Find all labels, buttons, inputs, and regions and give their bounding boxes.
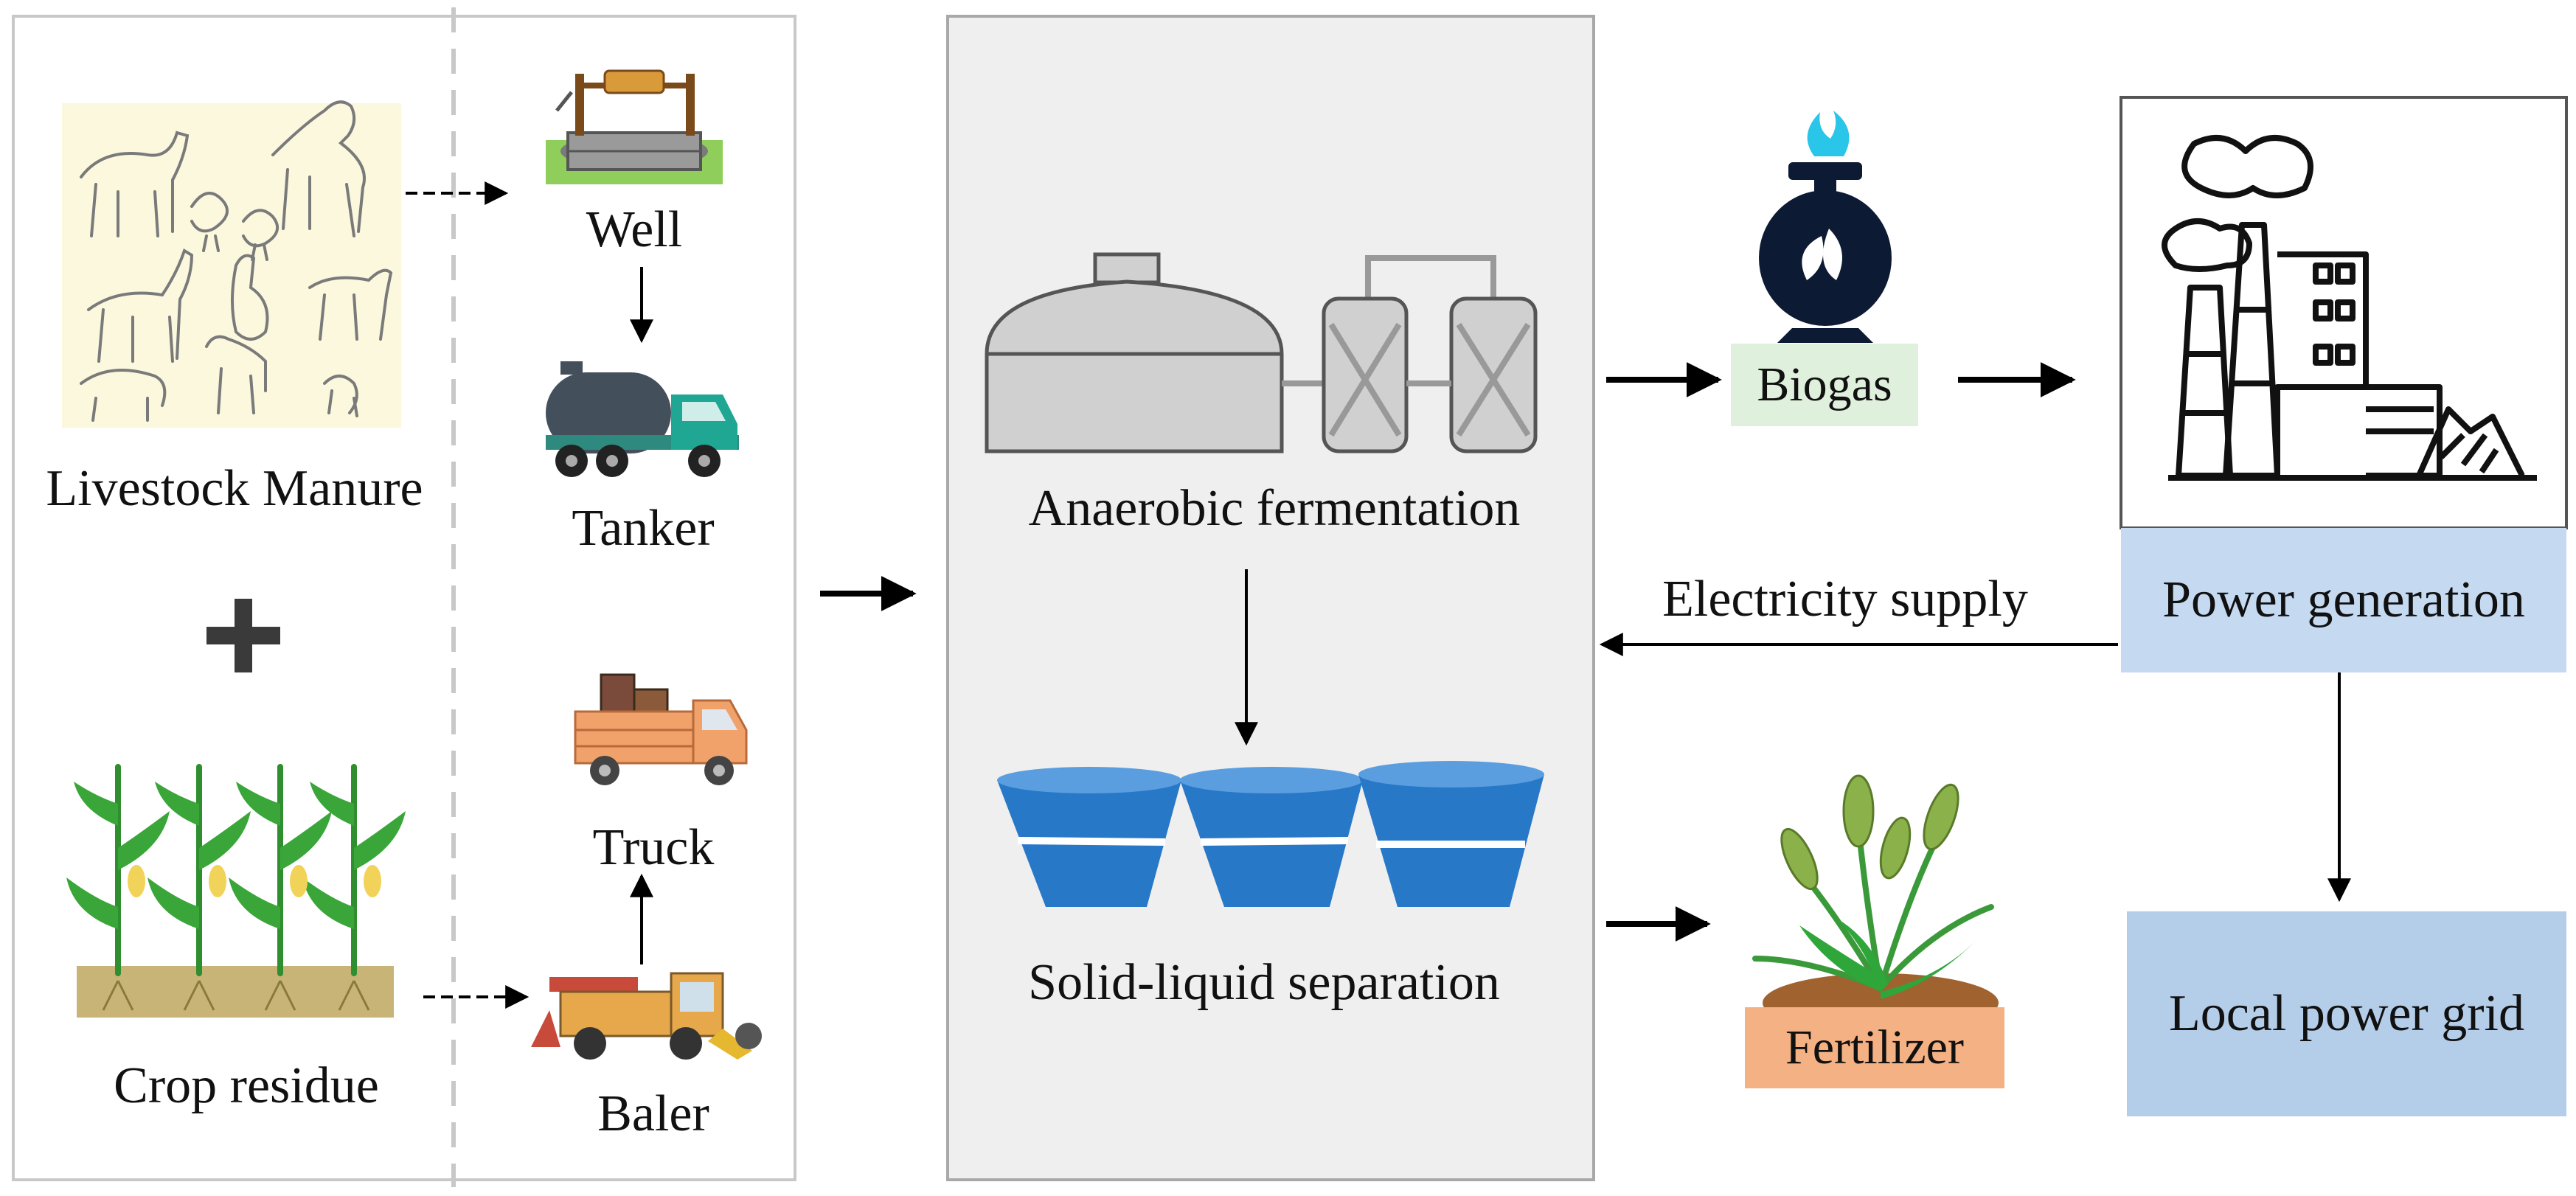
left-flow-arrows: [406, 181, 653, 1009]
biogas-burner-icon: [1759, 111, 1892, 343]
tanker-label: Tanker: [572, 500, 715, 557]
livestock-sketch-icon: [62, 100, 401, 428]
digester-icon: [985, 252, 1538, 453]
process-panel: [946, 15, 1595, 1181]
electricity-supply-label: Electricity supply: [1662, 571, 2028, 627]
baler-machine-icon: [531, 972, 762, 1060]
power-plant-icon: [2162, 135, 2537, 481]
anaerobic-fermentation-label: Anaerobic fermentation: [1028, 480, 1521, 537]
local-power-grid-tag: Local power grid: [2127, 911, 2566, 1116]
fertilizer-tag: Fertilizer: [1745, 1007, 2004, 1088]
baler-label: Baler: [597, 1085, 709, 1142]
solid-liquid-separation-label: Solid-liquid separation: [1028, 954, 1500, 1011]
tanker-truck-icon: [546, 361, 739, 477]
crop-residue-label: Crop residue: [114, 1057, 379, 1114]
fertilizer-plant-icon: [1752, 774, 1999, 1032]
truck-label: Truck: [592, 819, 715, 876]
cargo-truck-icon: [574, 673, 748, 785]
power-generation-tag: Power generation: [2121, 528, 2566, 672]
livestock-manure-label: Livestock Manure: [46, 460, 423, 517]
well-label: Well: [586, 201, 683, 258]
separation-tanks-icon: [997, 761, 1544, 907]
corn-plants-icon: [66, 764, 406, 1018]
right-flow-arrows: [1599, 362, 2351, 942]
plus-icon: [206, 599, 280, 672]
well-icon: [546, 69, 723, 184]
biogas-tag: Biogas: [1731, 344, 1918, 426]
